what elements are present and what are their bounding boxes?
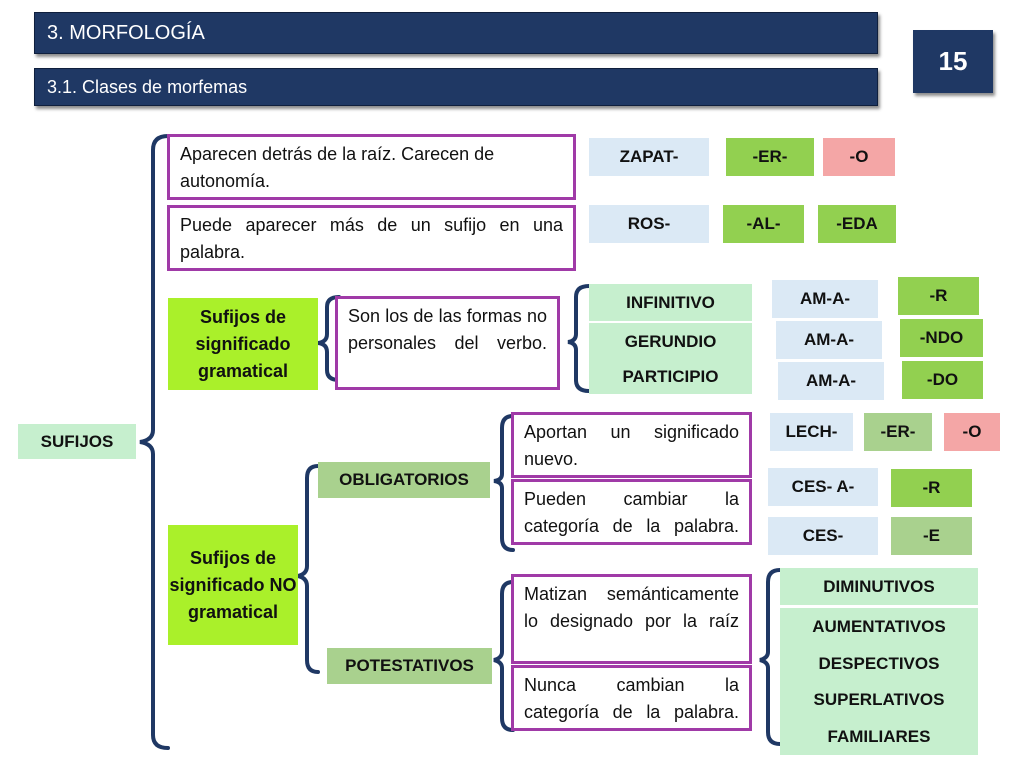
- verb-form-participio: PARTICIPIO: [589, 360, 752, 394]
- verb-ending-do: -DO: [902, 361, 983, 399]
- potestativos-label: POTESTATIVOS: [327, 648, 492, 684]
- info-box-oblig-meaning: Aportan un significado nuevo.: [511, 412, 752, 478]
- verb-stem-2: AM-A-: [776, 321, 882, 359]
- example-root-lech: LECH-: [770, 413, 853, 451]
- types-bracket: [759, 568, 782, 746]
- type-diminutivos: DIMINUTIVOS: [780, 568, 978, 605]
- info-box-multiple: Puede aparecer más de un sufijo en una p…: [167, 205, 576, 271]
- example-root-zapat: ZAPAT-: [589, 138, 709, 176]
- example-ending-e-ces: -E: [891, 517, 972, 555]
- example-ending-o: -O: [823, 138, 895, 176]
- grammatical-bracket: [317, 295, 341, 382]
- verb-forms-bracket: [567, 284, 591, 393]
- example-root-cesa: CES- A-: [768, 468, 878, 506]
- example-suffix-eda: -EDA: [818, 205, 896, 243]
- verb-ending-ndo: -NDO: [900, 319, 983, 357]
- example-suffix-al: -AL-: [723, 205, 804, 243]
- example-suffix-er: -ER-: [726, 138, 814, 176]
- type-despectivos: DESPECTIVOS: [780, 645, 978, 682]
- potestative-bracket: [493, 580, 515, 732]
- type-superlativos: SUPERLATIVOS: [780, 681, 978, 718]
- example-suffix-er-lech: -ER-: [864, 413, 932, 451]
- example-ending-o-lech: -O: [944, 413, 1000, 451]
- sufijos-label: SUFIJOS: [18, 424, 136, 459]
- non-grammatical-suffixes-label: Sufijos de significado NO gramatical: [168, 525, 298, 645]
- info-box-grammatical: Son los de las formas no personales del …: [335, 296, 560, 390]
- verb-stem-3: AM-A-: [778, 362, 884, 400]
- info-box-oblig-category: Pueden cambiar la categoría de la palabr…: [511, 479, 752, 545]
- obligatory-bracket: [493, 414, 515, 552]
- verb-ending-r: -R: [898, 277, 979, 315]
- subsection-title: 3.1. Clases de morfemas: [47, 76, 248, 97]
- main-bracket: [139, 134, 170, 750]
- section-title: 3. MORFOLOGÍA: [47, 21, 205, 44]
- info-box-potest-category: Nunca cambian la categoría de la palabra…: [511, 665, 752, 731]
- section-title-bar: 3. MORFOLOGÍA: [34, 12, 878, 54]
- verb-form-infinitivo: INFINITIVO: [589, 284, 752, 321]
- example-root-ces: CES-: [768, 517, 878, 555]
- example-root-ros: ROS-: [589, 205, 709, 243]
- type-aumentativos: AUMENTATIVOS: [780, 608, 978, 645]
- type-familiares: FAMILIARES: [780, 718, 978, 755]
- obligatorios-label: OBLIGATORIOS: [318, 462, 490, 498]
- example-ending-r-ces: -R: [891, 469, 972, 507]
- page-number: 15: [913, 30, 993, 93]
- verb-form-gerundio: GERUNDIO: [589, 323, 752, 360]
- subsection-title-bar: 3.1. Clases de morfemas: [34, 68, 878, 106]
- verb-stem-1: AM-A-: [772, 280, 878, 318]
- info-box-potest-nuance: Matizan semánticamente lo designado por …: [511, 574, 752, 664]
- non-grammatical-bracket: [297, 464, 320, 674]
- grammatical-suffixes-label: Sufijos de significado gramatical: [168, 298, 318, 390]
- info-box-position: Aparecen detrás de la raíz. Carecen de a…: [167, 134, 576, 200]
